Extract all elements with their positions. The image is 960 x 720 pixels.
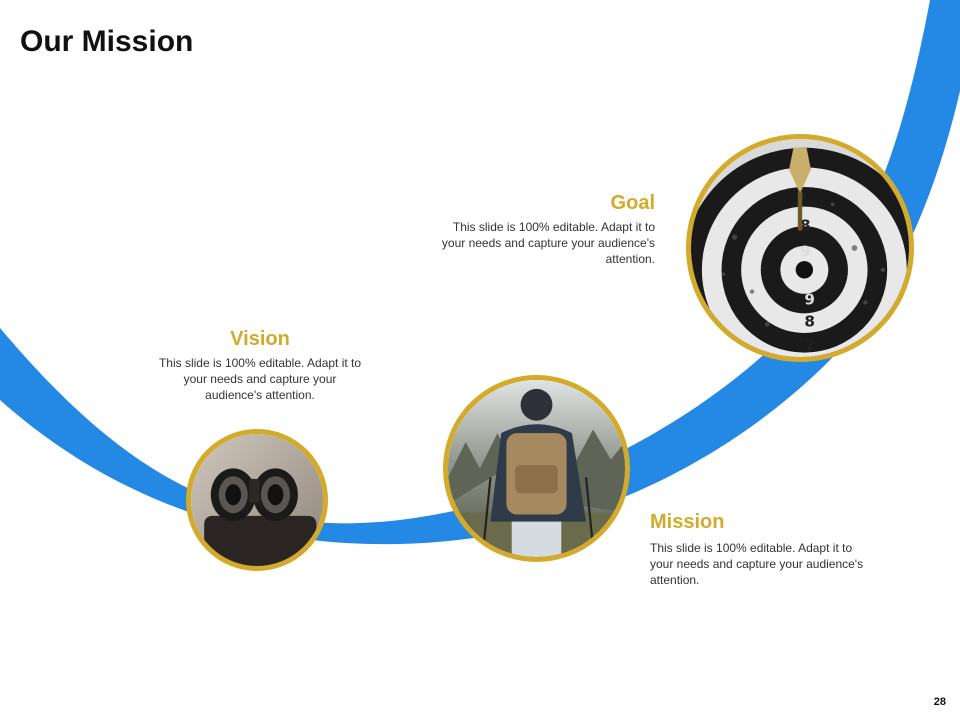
binoculars-icon [191,434,323,566]
svg-text:8: 8 [804,312,815,330]
hiker-image [443,375,630,562]
goal-text: This slide is 100% editable. Adapt it to… [441,220,655,266]
mission-heading: Mission [650,511,725,533]
hiker-icon [448,380,625,557]
mission-text: This slide is 100% editable. Adapt it to… [650,541,864,587]
svg-text:9: 9 [804,291,815,309]
page-title: Our Mission [20,25,194,58]
svg-text:9: 9 [800,243,811,261]
vision-heading: Vision [230,328,290,350]
goal-heading: Goal [610,192,655,214]
vision-text: This slide is 100% editable. Adapt it to… [158,356,362,402]
dartboard-icon: 3 7 8 9 9 8 7 [691,139,909,357]
binoculars-image [186,429,328,571]
svg-text:7: 7 [804,336,815,354]
svg-text:8: 8 [800,217,811,235]
page-number: 28 [933,696,946,708]
dartboard-image: 3 7 8 9 9 8 7 [686,134,914,362]
